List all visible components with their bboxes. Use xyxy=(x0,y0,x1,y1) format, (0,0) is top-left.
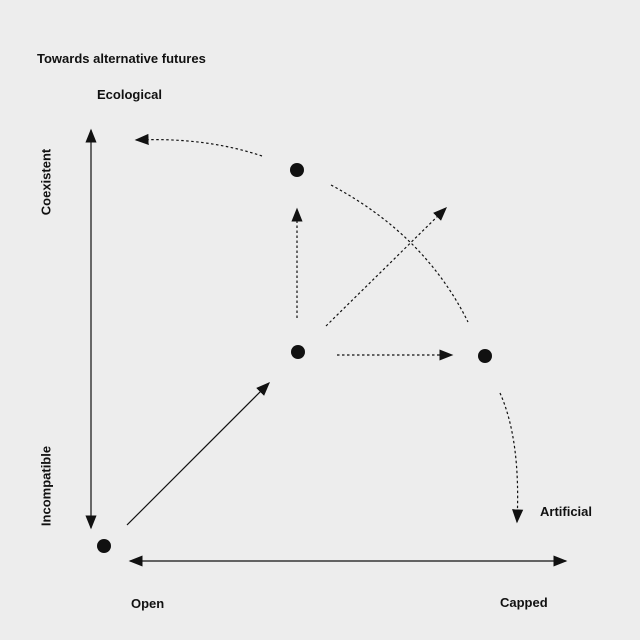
dashed-curve-top-to-right xyxy=(330,184,469,323)
node-right xyxy=(478,349,492,363)
solid-arrow-origin-to-center xyxy=(126,382,270,526)
diagram-title: Towards alternative futures xyxy=(37,51,206,66)
node-origin xyxy=(97,539,111,553)
node-top xyxy=(290,163,304,177)
node-center xyxy=(291,345,305,359)
label-incompatible: Incompatible xyxy=(38,445,54,527)
dashed-curve-right-to-artificial xyxy=(499,392,524,524)
label-coexistent: Coexistent xyxy=(38,148,54,216)
label-artificial: Artificial xyxy=(540,504,593,519)
label-open: Open xyxy=(131,596,165,611)
label-ecological: Ecological xyxy=(97,87,163,102)
dashed-arrow-center-to-upper-right xyxy=(325,207,447,327)
dashed-curve-top-to-ecological xyxy=(134,133,263,157)
label-capped: Capped xyxy=(500,595,548,610)
